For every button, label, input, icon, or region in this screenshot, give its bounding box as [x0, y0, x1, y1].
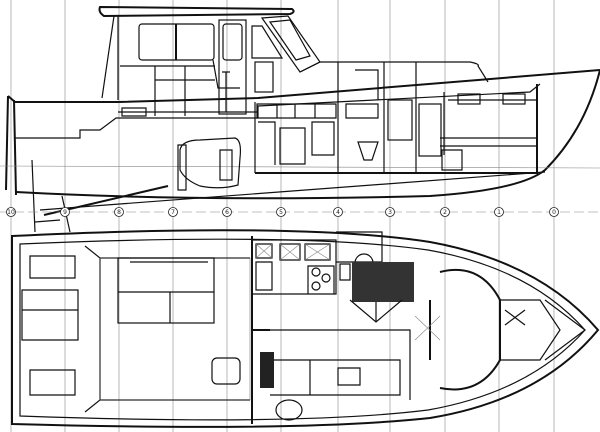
station-label: 0: [552, 209, 556, 216]
station-marker: [385, 207, 395, 217]
station-marker: [333, 207, 343, 217]
waterline: [0, 165, 600, 169]
sheer-line: [7, 69, 600, 103]
bulkheads: [254, 62, 445, 173]
station-label: 9: [63, 209, 67, 216]
stove-burner: [311, 281, 321, 291]
profile-view: [0, 5, 600, 233]
lower-cabin: [270, 329, 411, 400]
station-marker: [494, 207, 504, 217]
station-marker: [276, 207, 286, 217]
stove-burner: [321, 273, 331, 283]
rudder: [31, 159, 71, 233]
shower-grate: [352, 262, 414, 302]
cabin-door: [218, 19, 247, 115]
hull-bottom: [15, 69, 600, 200]
anchor-locker: [544, 299, 586, 361]
station-label: 4: [336, 209, 340, 216]
port-light-fwd: [502, 93, 526, 105]
station-label: 6: [225, 209, 229, 216]
galley-cabinets: [256, 103, 337, 165]
helm-seat: [211, 357, 241, 385]
cockpit-seats: [21, 255, 79, 396]
transom: [5, 95, 17, 196]
v-berth: [440, 99, 536, 171]
cockpit-furniture: [120, 59, 240, 116]
rail: [118, 107, 258, 117]
port-light: [457, 93, 481, 105]
main-bulkhead: [251, 236, 270, 424]
dinette-seat: [118, 261, 214, 323]
salon-sole: [99, 257, 251, 401]
stove-burner: [311, 267, 321, 277]
v-berth-plan: [500, 299, 561, 361]
plan-view: [11, 229, 600, 428]
cabin-sole: [255, 84, 538, 174]
deck-line: [15, 83, 541, 139]
station-marker: [549, 207, 559, 217]
plan-hull-outline: [11, 229, 600, 428]
forward-hatch-cross: [414, 315, 441, 341]
station-marker: [168, 207, 178, 217]
helm-panel: [254, 61, 274, 93]
forward-door: [418, 103, 442, 157]
station-label: 2: [443, 209, 447, 216]
cabin-door-forward: [387, 99, 413, 141]
hardtop: [98, 5, 295, 18]
station-marker: [60, 207, 70, 217]
station-label: 10: [7, 209, 15, 216]
galley-cross: [255, 243, 331, 261]
windshield: [251, 15, 321, 73]
hatch: [275, 399, 303, 421]
companionway-steps: [349, 299, 403, 323]
head-compartment: [345, 69, 379, 161]
dinette-table: [117, 257, 215, 324]
engine: [177, 137, 242, 191]
forward-cabin: [429, 268, 501, 391]
station-marker: [6, 207, 16, 217]
station-label: 5: [279, 209, 283, 216]
station-marker: [222, 207, 232, 217]
cockpit: [84, 245, 250, 413]
hull-chine: [39, 171, 546, 211]
station-label: 7: [171, 209, 175, 216]
cabin-top: [299, 61, 489, 83]
door-window: [222, 23, 243, 61]
station-marker: [440, 207, 450, 217]
control-panel: [260, 352, 274, 388]
station-marker: [114, 207, 124, 217]
station-label: 1: [497, 209, 501, 216]
station-label: 8: [117, 209, 121, 216]
station-label: 3: [388, 209, 392, 216]
hardtop-support: [101, 15, 119, 100]
windshield-glass: [268, 19, 311, 61]
